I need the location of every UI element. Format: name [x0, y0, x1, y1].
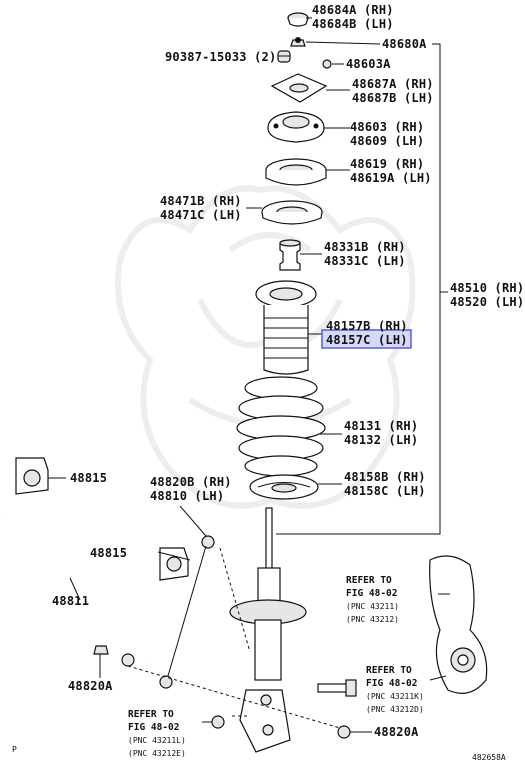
label-48331c[interactable]: 48331C (LH) [324, 254, 406, 268]
nut-48820a-right [337, 725, 351, 739]
label-fig-3[interactable]: FIG 48-02 [128, 722, 179, 733]
bump-stop-48331 [279, 239, 301, 271]
stabilizer-bushing-top [15, 457, 49, 495]
label-48471b[interactable]: 48471B (RH) [160, 194, 242, 208]
label-48158b[interactable]: 48158B (RH) [344, 470, 426, 484]
label-48820b[interactable]: 48820B (RH) [150, 475, 232, 489]
label-48471c[interactable]: 48471C (LH) [160, 208, 242, 222]
lower-insulator-48158 [249, 474, 319, 500]
bolt-knuckle [317, 679, 357, 697]
label-refer-1: REFER TO [346, 575, 392, 586]
insulator-48471 [261, 200, 323, 225]
plate-48687 [270, 73, 328, 103]
label-fig-1[interactable]: FIG 48-02 [346, 588, 397, 599]
label-pnc-3a: (PNC 43211L) [128, 736, 186, 745]
stabilizer-link-48810 [159, 535, 215, 689]
label-refer-3: REFER TO [128, 709, 174, 720]
label-pnc-2a: (PNC 43211K) [366, 692, 424, 701]
stabilizer-bar-48811 [1, 513, 162, 662]
label-pnc-2b: (PNC 43212D) [366, 705, 424, 714]
stabilizer-bushing-mid [159, 547, 189, 581]
label-48158c[interactable]: 48158C (LH) [344, 484, 426, 498]
nut-48603a [322, 59, 332, 69]
label-p-mark: P [12, 745, 17, 754]
label-48815-mid[interactable]: 48815 [90, 546, 127, 560]
label-48820a-left[interactable]: 48820A [68, 679, 113, 693]
support-48603 [267, 111, 325, 143]
label-48609[interactable]: 48609 (LH) [350, 134, 424, 148]
label-48687a[interactable]: 48687A (RH) [352, 77, 434, 91]
nut-48820a-left-2 [121, 653, 135, 667]
label-48132[interactable]: 48132 (LH) [344, 433, 418, 447]
label-48815-top[interactable]: 48815 [70, 471, 107, 485]
label-48619[interactable]: 48619 (RH) [350, 157, 424, 171]
label-48811[interactable]: 48811 [52, 594, 89, 608]
label-48687b[interactable]: 48687B (LH) [352, 91, 434, 105]
bearing-48619 [265, 158, 327, 186]
label-48684b[interactable]: 48684B (LH) [312, 17, 394, 31]
label-48157c[interactable]: 48157C (LH) [326, 333, 408, 347]
leader-lines [48, 17, 450, 733]
label-48510[interactable]: 48510 (RH) [450, 281, 524, 295]
label-48820a-right[interactable]: 48820A [374, 725, 419, 739]
label-pnc-3b: (PNC 43212E) [128, 749, 186, 758]
label-fig-2[interactable]: FIG 48-02 [366, 678, 417, 689]
label-48619a[interactable]: 48619A (LH) [350, 171, 432, 185]
label-48810[interactable]: 48810 (LH) [150, 489, 224, 503]
label-48680a[interactable]: 48680A [382, 37, 427, 51]
label-48157b[interactable]: 48157B (RH) [326, 319, 408, 333]
label-90387[interactable]: 90387-15033 (2) [165, 50, 276, 64]
label-48603a[interactable]: 48603A [346, 57, 391, 71]
coil-spring-48131 [236, 376, 326, 477]
label-refer-2: REFER TO [366, 665, 412, 676]
steering-knuckle [429, 555, 488, 694]
nut-48680a [290, 37, 306, 47]
boot-48157 [255, 280, 317, 375]
dust-cap-48684 [287, 12, 309, 27]
label-48331b[interactable]: 48331B (RH) [324, 240, 406, 254]
label-48684a[interactable]: 48684A (RH) [312, 3, 394, 17]
highlight-box [321, 329, 412, 349]
label-figure-ref: 482658A [472, 753, 506, 762]
label-48131[interactable]: 48131 (RH) [344, 419, 418, 433]
label-48520[interactable]: 48520 (LH) [450, 295, 524, 309]
label-48603[interactable]: 48603 (RH) [350, 120, 424, 134]
nut-48820a-left [93, 645, 109, 655]
nut-knuckle [211, 715, 225, 729]
label-pnc-1a: (PNC 43211) [346, 602, 399, 611]
label-pnc-1b: (PNC 43212) [346, 615, 399, 624]
shock-absorber [229, 507, 307, 753]
